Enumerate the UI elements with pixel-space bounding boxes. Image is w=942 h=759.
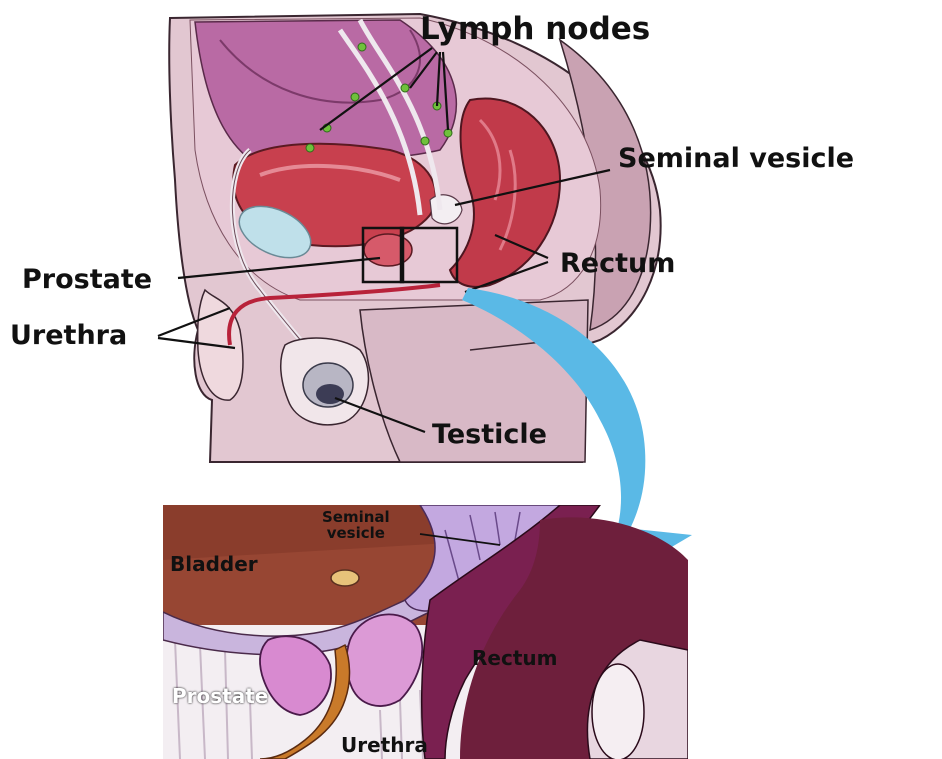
zoom-label-seminal-vesicle: Seminal vesicle xyxy=(322,510,390,542)
label-lymph-nodes: Lymph nodes xyxy=(420,14,650,45)
rectum-lumen xyxy=(592,664,644,759)
testicle-shade xyxy=(316,384,344,404)
zoom-label-prostate: Prostate xyxy=(172,686,268,706)
lymph-node xyxy=(421,137,429,145)
prostate-shape xyxy=(364,234,412,266)
label-prostate: Prostate xyxy=(22,266,152,293)
label-seminal-vesicle: Seminal vesicle xyxy=(618,145,854,172)
lymph-node xyxy=(351,93,359,101)
ureter-opening xyxy=(331,570,359,586)
zoom-label-seminal-line2: vesicle xyxy=(322,526,390,542)
label-rectum: Rectum xyxy=(560,250,675,277)
lymph-node xyxy=(444,129,452,137)
label-testicle: Testicle xyxy=(432,421,547,448)
zoom-label-urethra: Urethra xyxy=(341,735,428,755)
lymph-node xyxy=(358,43,366,51)
label-urethra: Urethra xyxy=(10,322,127,349)
lymph-node xyxy=(306,144,314,152)
zoom-panel xyxy=(163,505,688,759)
lymph-node xyxy=(401,84,409,92)
zoom-label-bladder: Bladder xyxy=(170,554,258,574)
zoom-label-rectum: Rectum xyxy=(472,648,557,668)
